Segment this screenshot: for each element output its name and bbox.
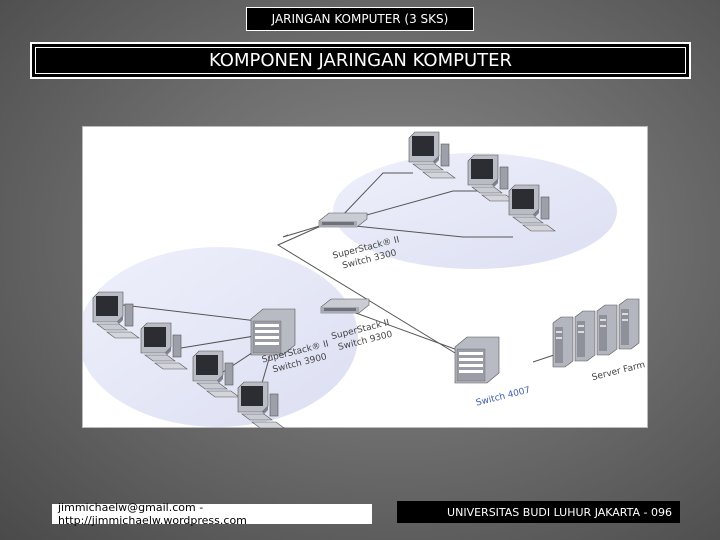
- server-icon: [552, 316, 574, 368]
- server-icon: [574, 310, 596, 362]
- switch-3300-icon: [318, 212, 368, 228]
- upper-segment-ellipse: [333, 153, 617, 269]
- footer-institution: UNIVERSITAS BUDI LUHUR JAKARTA - 096: [397, 501, 680, 523]
- switch-4007-icon: [454, 336, 500, 384]
- slide-title: KOMPONEN JARINGAN KOMPUTER: [30, 42, 691, 79]
- lower-segment-ellipse: [78, 247, 358, 427]
- server-farm-label: Server Farm: [591, 360, 646, 383]
- course-title: JARINGAN KOMPUTER (3 SKS): [246, 7, 474, 31]
- footer-contact: jimmichaelw@gmail.com - http://jimmichae…: [52, 501, 372, 527]
- server-icon: [596, 304, 618, 356]
- network-diagram: SuperStack® II Switch 3300 SuperStack II…: [78, 126, 648, 429]
- network-diagram-svg: SuperStack® II Switch 3300 SuperStack II…: [78, 131, 646, 429]
- server-icon: [618, 298, 640, 350]
- switch-9300-icon: [320, 298, 370, 314]
- switch-4007-label: Switch 4007: [475, 385, 531, 408]
